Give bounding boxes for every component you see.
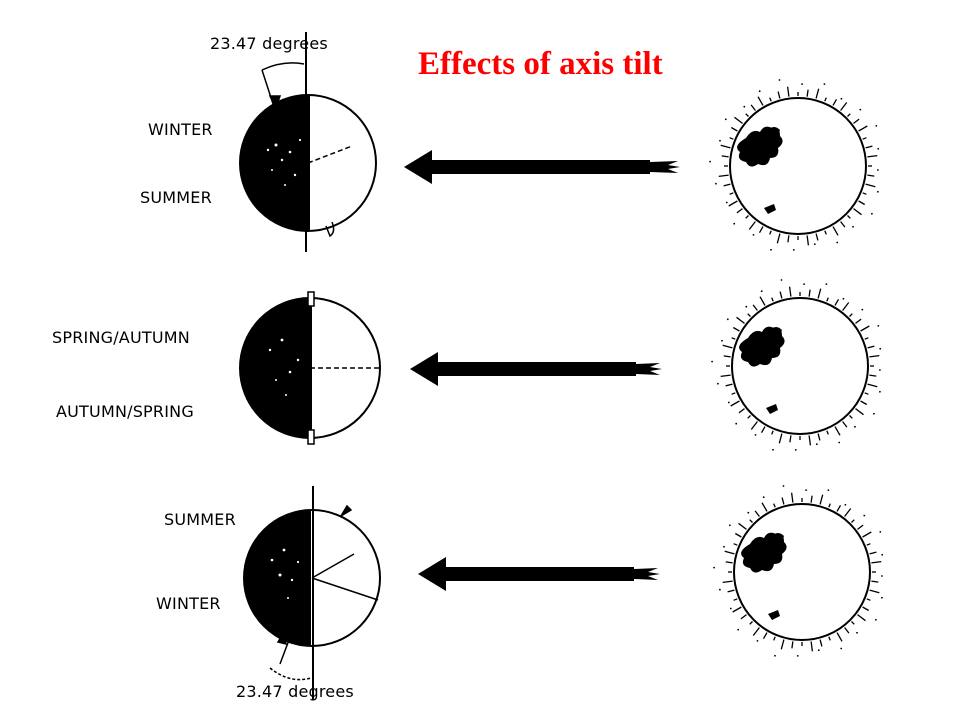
row3-lower-label: WINTER — [156, 594, 221, 613]
tilt-arc — [269, 504, 353, 681]
sunlight-arrow-icon — [410, 352, 662, 386]
axis-cap — [307, 291, 315, 307]
tilt-label-top: 23.47 degrees — [210, 34, 328, 53]
sunlight-arrow-icon — [404, 150, 680, 184]
row2-upper-label: SPRING/AUTUMN — [52, 328, 190, 347]
diagram-title: Effects of axis tilt — [418, 46, 663, 82]
tilt-label-bottom: 23.47 degrees — [236, 682, 354, 701]
sun-icon — [709, 79, 880, 251]
earth-globe-icon — [239, 94, 377, 232]
sun-icon — [711, 279, 882, 451]
row2-lower-label: AUTUMN/SPRING — [56, 402, 194, 421]
sun-icon — [713, 485, 884, 657]
tilt-arc — [261, 62, 335, 238]
row1-lower-label: SUMMER — [140, 188, 212, 207]
axis-cap — [307, 429, 315, 445]
row1-upper-label: WINTER — [148, 120, 213, 139]
sunlight-arrow-icon — [418, 557, 660, 591]
row3-upper-label: SUMMER — [164, 510, 236, 529]
